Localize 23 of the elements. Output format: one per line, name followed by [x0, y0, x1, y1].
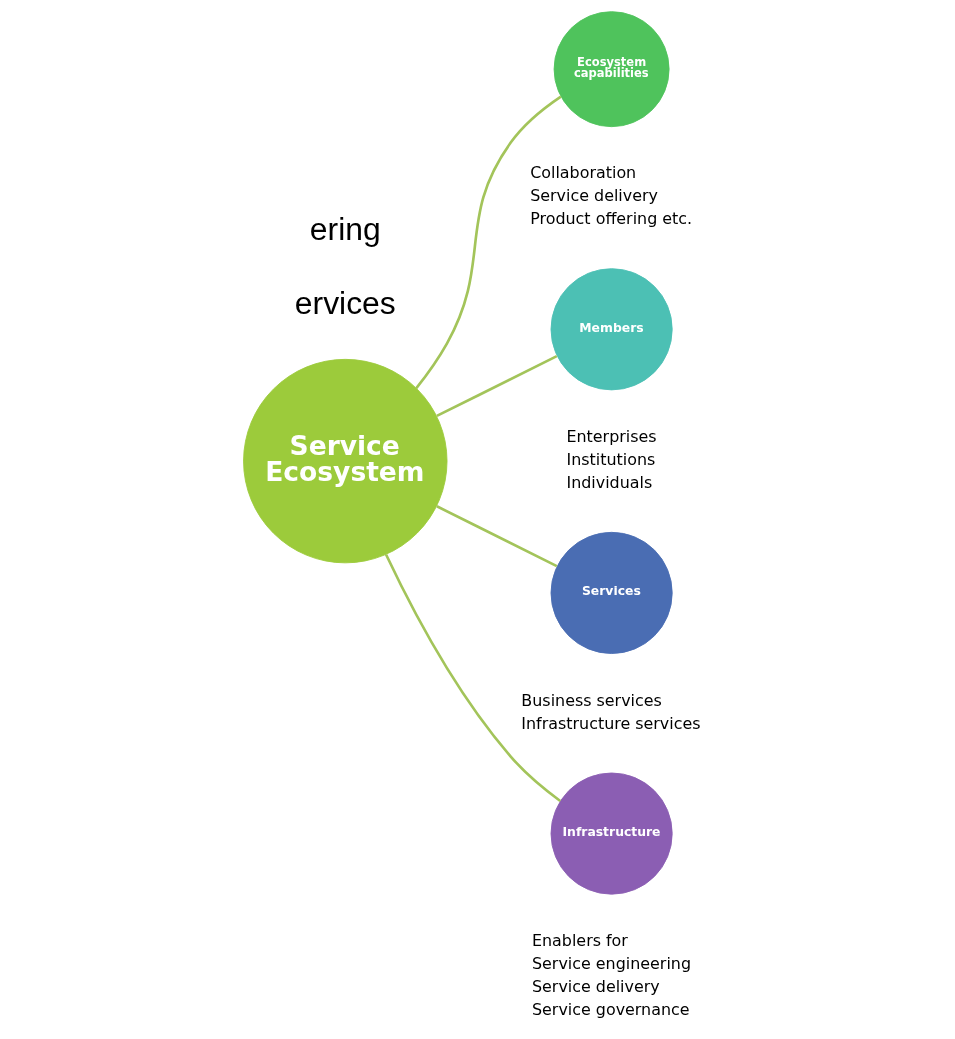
node-label: Individuals: [565, 473, 652, 492]
connector: [435, 354, 557, 418]
node-label: Business services: [520, 690, 662, 710]
node-label: Service delivery: [531, 977, 660, 997]
label: ering: [309, 210, 381, 247]
node-label: Service governance: [531, 1000, 690, 1020]
node-label: Enterprises: [565, 427, 657, 446]
node-label: Service engineering: [531, 954, 691, 974]
node-circle: Services: [550, 531, 673, 654]
node-label: Collaboration: [529, 163, 636, 183]
connector: [414, 95, 562, 389]
connector: [384, 553, 561, 803]
node-label: Institutions: [565, 450, 655, 469]
node-circle: Ecosystem capabilities: [553, 11, 670, 128]
node-label: Product offering etc.: [529, 209, 692, 229]
node-label: Enablers for: [531, 931, 628, 951]
node-label: Service delivery: [529, 186, 658, 206]
node-circle: Service Ecosystem: [242, 358, 447, 564]
connector: [435, 505, 557, 568]
label: ervices: [294, 285, 396, 322]
node-label: Infrastructure services: [520, 713, 701, 733]
node-circle: Members: [550, 268, 673, 391]
node-circle: Infrastructure: [550, 772, 673, 895]
